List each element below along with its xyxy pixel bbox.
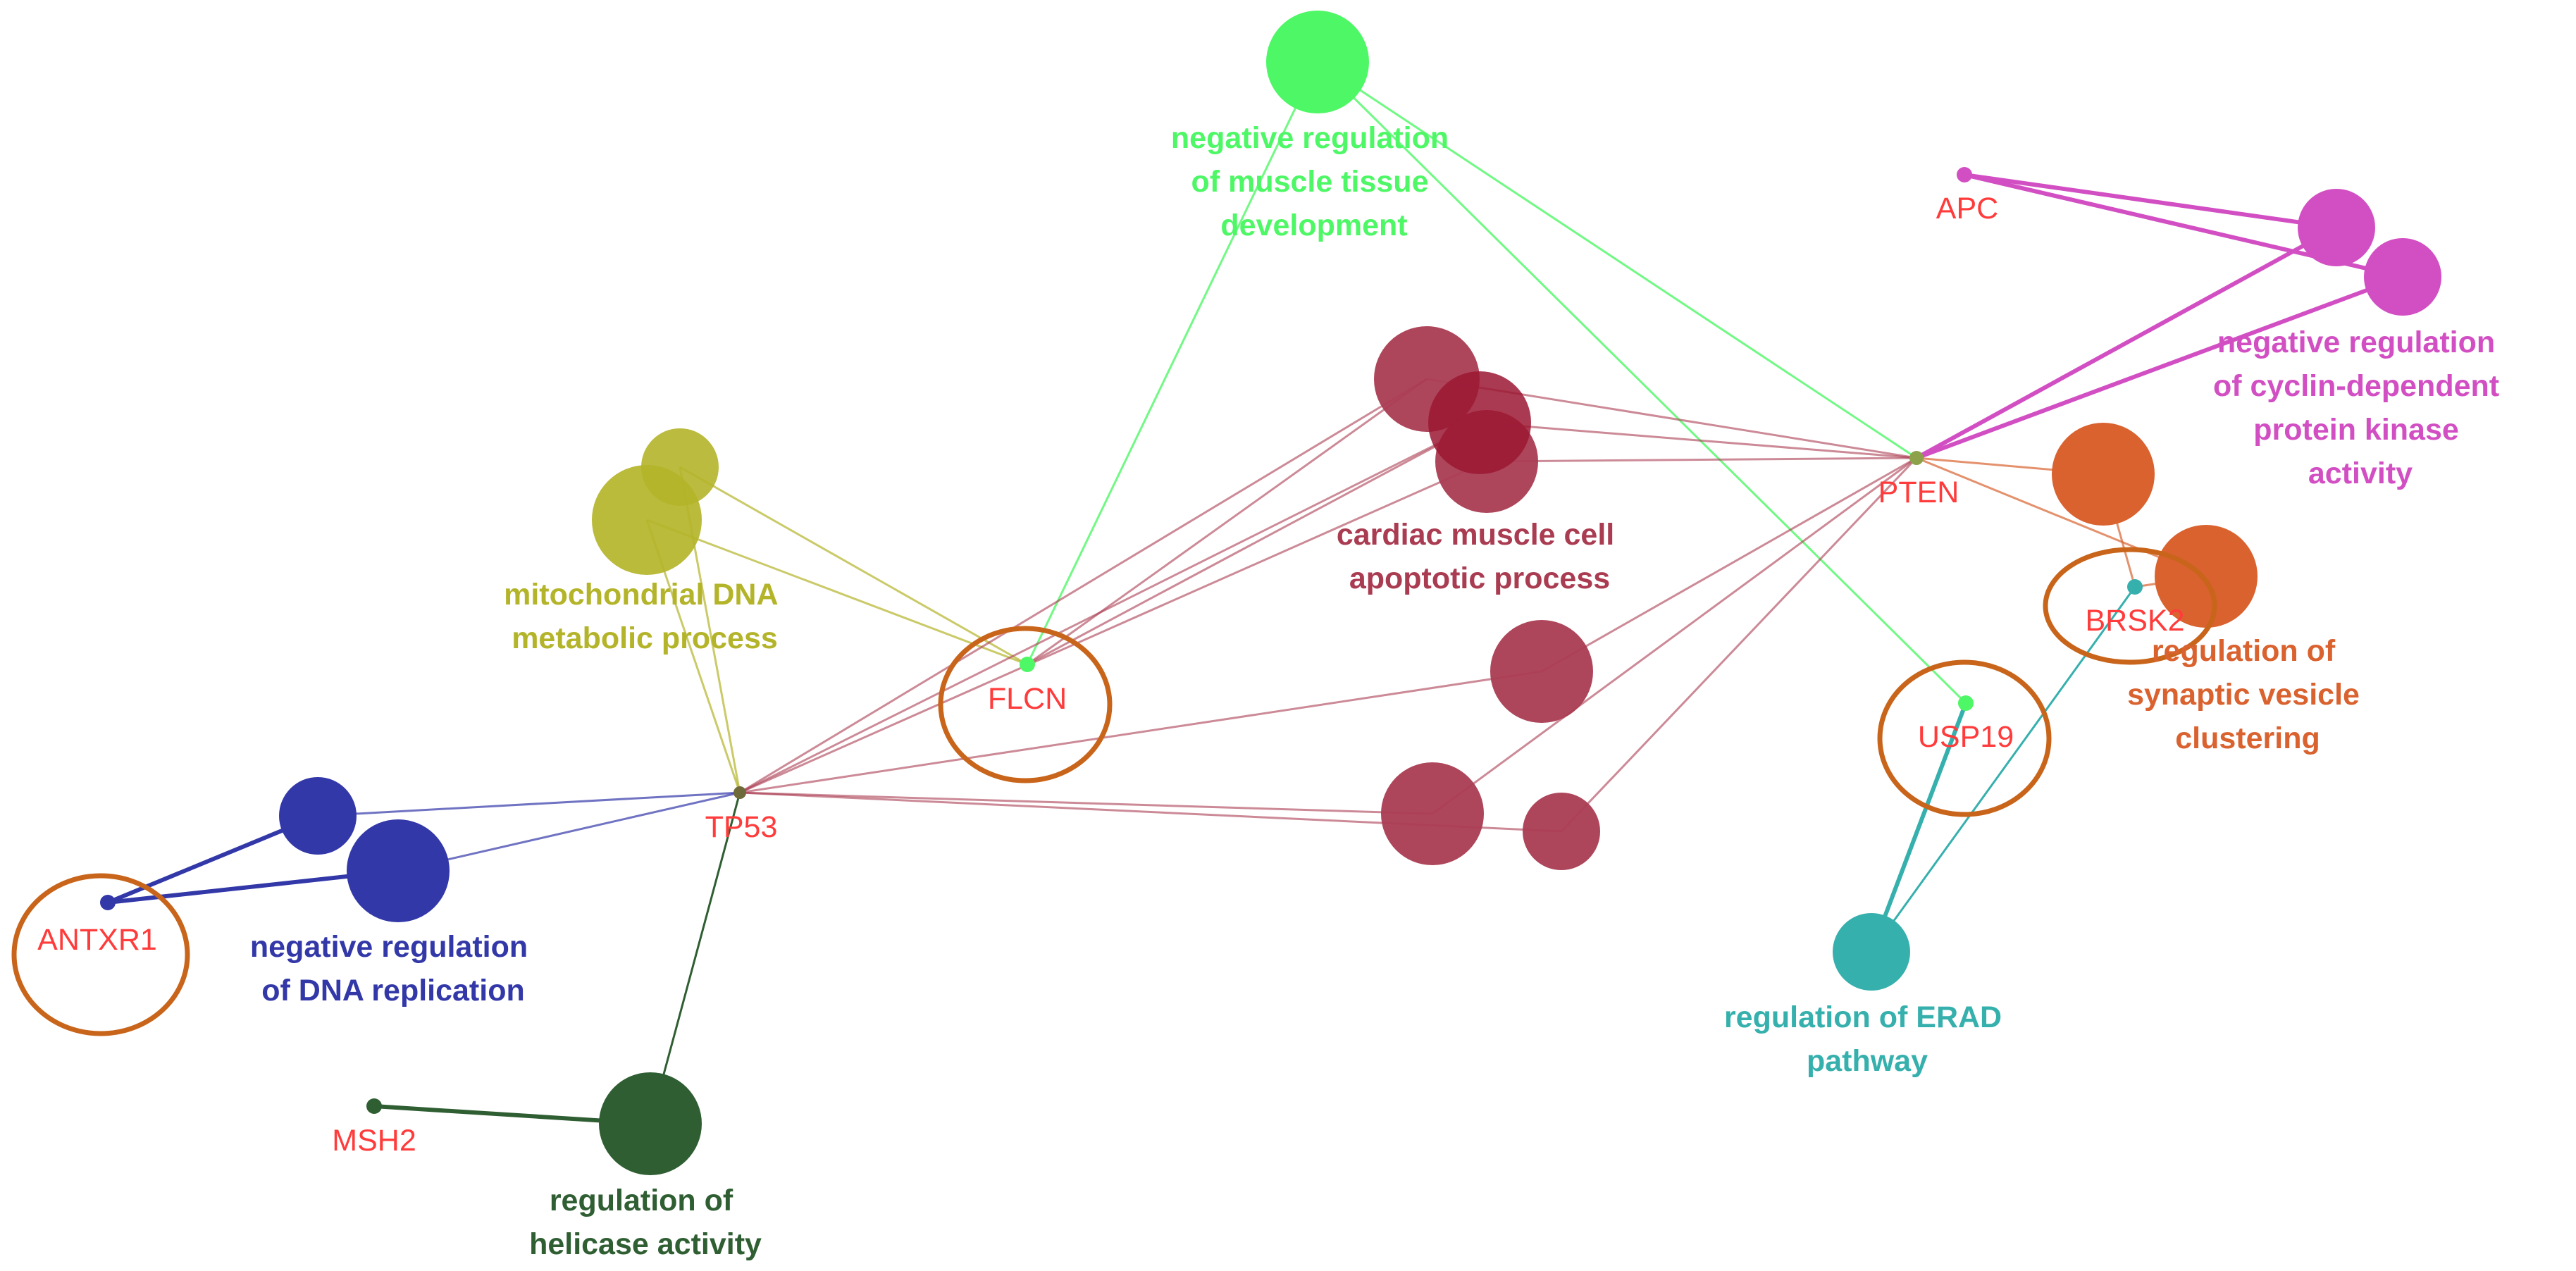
gene-node-antxr1[interactable] — [100, 895, 116, 910]
edge-cyclin-apc-1 — [1964, 173, 2337, 230]
edge-cardiac-tp53-3 — [739, 460, 1487, 794]
gene-label-msh2: MSH2 — [332, 1124, 416, 1158]
gene-node-brsk2[interactable] — [2127, 579, 2143, 595]
term-node-dna-small[interactable] — [279, 777, 357, 855]
edge-cardiac-pten-6 — [1560, 457, 1918, 833]
term-node-erad[interactable] — [1833, 913, 1910, 991]
gene-nodes — [100, 167, 2143, 1114]
edge-mito-flcn-a — [679, 466, 1028, 666]
term-label-synaptic: regulation of synaptic vesicle clusterin… — [2127, 634, 2368, 755]
edge-muscle-pten — [1317, 61, 1917, 459]
edge-cardiac-flcn-2 — [1027, 421, 1480, 666]
edge-cardiac-pten-4 — [1541, 457, 1917, 673]
edge-muscle-flcn — [1026, 61, 1319, 665]
edge-helicase-tp53 — [649, 792, 741, 1124]
gene-label-usp19: USP19 — [1918, 720, 2014, 754]
term-node-synaptic-2[interactable] — [2155, 525, 2258, 628]
edge-cardiac-flcn-1 — [1027, 378, 1428, 666]
edge-cardiac-tp53-5 — [739, 791, 1433, 815]
edge-erad-brsk2 — [1870, 586, 2136, 953]
gene-labels: TP53 FLCN PTEN APC BRSK2 USP19 ANTXR1 MS… — [37, 192, 2184, 1158]
gene-label-tp53: TP53 — [705, 810, 778, 844]
gene-node-msh2[interactable] — [366, 1098, 382, 1114]
term-label-helicase: regulation of helicase activity — [529, 1184, 762, 1261]
term-label-erad: regulation of ERAD pathway — [1724, 1000, 2010, 1078]
edge-cardiac-tp53-1 — [739, 378, 1428, 794]
edge-cardiac-pten-2 — [1479, 421, 1917, 459]
edge-cardiac-tp53-4 — [739, 670, 1542, 794]
gene-label-flcn: FLCN — [988, 682, 1067, 716]
edge-dna-tp53-2 — [397, 791, 741, 872]
edge-cyclin-pten-1 — [1915, 225, 2338, 460]
edge-mito-flcn-b — [646, 519, 1028, 666]
term-node-muscle[interactable] — [1266, 11, 1369, 113]
gene-node-tp53[interactable] — [733, 786, 746, 799]
gene-node-pten[interactable] — [1909, 451, 1924, 465]
term-node-cardiac-2[interactable] — [1428, 371, 1531, 474]
edge-cyclin-pten-2 — [1915, 275, 2404, 460]
term-label-mito: mitochondrial DNA metabolic process — [504, 578, 786, 655]
term-node-cyclin-2[interactable] — [2364, 238, 2441, 316]
edge-cardiac-pten-3 — [1486, 457, 1917, 463]
edge-muscle-usp19 — [1316, 61, 1967, 705]
highlight-ring-antxr1 — [11, 873, 190, 1036]
term-node-cardiac-4[interactable] — [1490, 620, 1593, 723]
highlight-ring-brsk2 — [2043, 547, 2217, 665]
edge-erad-usp19 — [1869, 702, 1968, 953]
term-node-cardiac-5[interactable] — [1381, 762, 1484, 865]
term-node-synaptic-1[interactable] — [2052, 423, 2155, 526]
term-node-cardiac-6[interactable] — [1523, 793, 1600, 870]
edge-cardiac-tp53-2 — [739, 421, 1480, 794]
edge-synaptic-pten-2 — [1916, 457, 2207, 578]
term-node-mito-large[interactable] — [592, 465, 702, 575]
gene-label-antxr1: ANTXR1 — [37, 923, 157, 957]
gene-label-pten: PTEN — [1878, 476, 1959, 509]
gene-node-usp19[interactable] — [1958, 695, 1974, 711]
edge-cardiac-pten-5 — [1432, 457, 1917, 815]
gene-label-brsk2: BRSK2 — [2085, 604, 2184, 638]
highlight-ring-usp19 — [1877, 659, 2052, 817]
edge-dna-tp53-1 — [317, 791, 741, 817]
highlight-rings — [11, 547, 2217, 1036]
term-label-dna: negative regulation of DNA replication — [250, 930, 536, 1008]
gene-label-apc: APC — [1936, 192, 1998, 225]
term-node-cyclin-1[interactable] — [2298, 189, 2375, 266]
term-labels: negative regulation of muscle tissue dev… — [250, 121, 2508, 1261]
gene-node-apc[interactable] — [1957, 167, 1972, 182]
term-node-dna-large[interactable] — [347, 819, 450, 922]
term-label-cardiac: cardiac muscle cell apoptotic process — [1337, 518, 1623, 595]
highlight-ring-flcn — [938, 626, 1113, 783]
term-node-helicase[interactable] — [599, 1072, 702, 1175]
gene-node-flcn[interactable] — [1020, 657, 1035, 672]
term-label-muscle: negative regulation of muscle tissue dev… — [1171, 121, 1457, 242]
term-label-cyclin: negative regulation of cyclin-dependent … — [2213, 326, 2508, 490]
term-nodes — [279, 11, 2441, 1175]
